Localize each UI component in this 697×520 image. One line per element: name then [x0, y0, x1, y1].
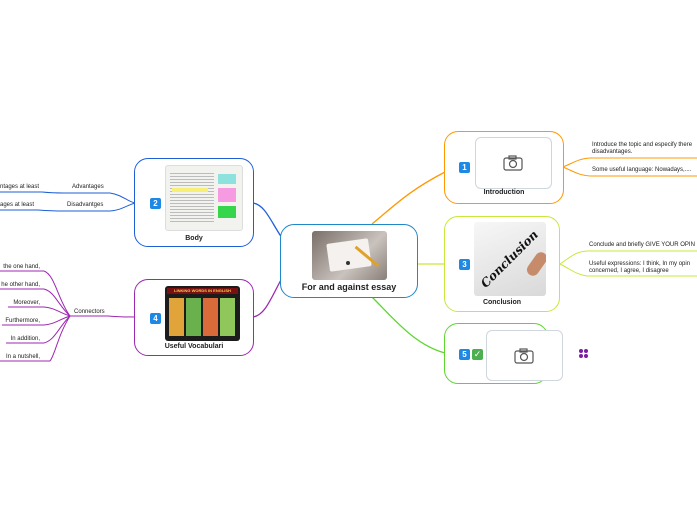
- intro-note-3[interactable]: Some useful language: Nowadays,....: [592, 167, 692, 173]
- disadvantages-leaf[interactable]: ages at least: [0, 202, 35, 208]
- advantages-label[interactable]: Advantages: [72, 184, 104, 190]
- badge-number-5: 5: [459, 349, 470, 360]
- badge-number-1: 1: [459, 162, 470, 173]
- introduction-title: Introduction: [483, 189, 525, 196]
- vocabulary-title: Useful Vocabulari: [164, 343, 224, 350]
- conclusion-handwriting-image: Conclusion: [474, 222, 546, 296]
- notebook-pencils-image: [312, 231, 387, 280]
- conclusion-word: Conclusion: [478, 227, 541, 291]
- linking-words-banner: LINKING WORDS IN ENGLISH: [167, 288, 238, 294]
- camera-icon: [503, 155, 523, 171]
- connector-leaf-4[interactable]: Furthermore,: [5, 318, 40, 324]
- badge-number-3: 3: [459, 259, 470, 270]
- conclusion-node[interactable]: 3 Conclusion Conclusion: [444, 216, 560, 312]
- connectors-label[interactable]: Connectors: [74, 309, 105, 315]
- badge-number-2: 2: [150, 198, 161, 209]
- intro-note-2[interactable]: disadvantages.: [592, 149, 633, 155]
- fifth-node[interactable]: 5 ✓: [444, 323, 563, 384]
- body-title: Body: [185, 235, 203, 242]
- camera-icon: [514, 348, 534, 364]
- central-node[interactable]: For and against essay: [280, 224, 418, 298]
- conclusion-note-2[interactable]: Useful expressions: I think, In my opin: [589, 261, 691, 267]
- conclusion-title: Conclusion: [482, 299, 522, 306]
- connector-leaf-1[interactable]: the one hand,: [3, 264, 40, 270]
- connector-leaf-2[interactable]: he other hand,: [1, 282, 40, 288]
- introduction-image-placeholder: [475, 137, 552, 189]
- connector-leaf-6[interactable]: In a nutshell,: [5, 354, 40, 360]
- connector-leaf-5[interactable]: In addition,: [10, 336, 40, 342]
- introduction-node[interactable]: 1 Introduction: [444, 131, 564, 204]
- body-node[interactable]: 2 Body: [134, 158, 254, 247]
- check-icon: ✓: [472, 349, 483, 360]
- fifth-image-placeholder: [486, 330, 563, 381]
- intro-note-1[interactable]: Introduce the topic and especify there: [592, 142, 693, 148]
- advantages-leaf[interactable]: ntages at least: [0, 184, 40, 190]
- connector-leaf-3[interactable]: Moreover,: [13, 300, 40, 306]
- body-worksheet-image: [165, 165, 243, 231]
- pencil-icon: [524, 249, 546, 279]
- central-title: For and against essay: [301, 282, 397, 292]
- conclusion-note-3[interactable]: concerned, I agree, I disagree: [589, 268, 669, 274]
- conclusion-note-1[interactable]: Conclude and briefly GIVE YOUR OPIN: [589, 242, 695, 248]
- linking-words-image: LINKING WORDS IN ENGLISH: [165, 286, 240, 341]
- vocabulary-node[interactable]: 4 LINKING WORDS IN ENGLISH Useful Vocabu…: [134, 279, 254, 356]
- badge-number-4: 4: [150, 313, 161, 324]
- clover-icon[interactable]: [579, 349, 588, 358]
- disadvantages-label[interactable]: Disadvantges: [67, 202, 104, 208]
